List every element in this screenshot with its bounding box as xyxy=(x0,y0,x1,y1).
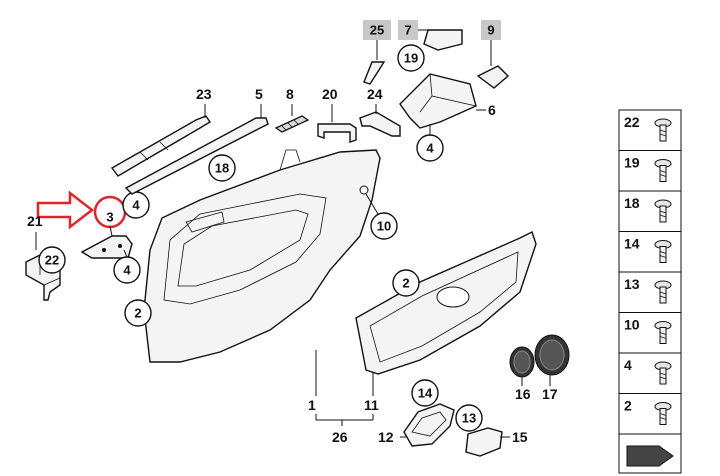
fastener-icon xyxy=(654,118,672,142)
label-13: 13 xyxy=(462,411,476,426)
label-2a: 2 xyxy=(134,306,141,321)
side-panel-label-22: 22 xyxy=(624,114,640,130)
side-panel-label-4: 4 xyxy=(624,357,632,373)
fastener-icon xyxy=(654,240,672,263)
shape-icon xyxy=(626,445,674,467)
label-7: 7 xyxy=(404,23,411,38)
label-4a: 4 xyxy=(132,198,140,213)
highlight-arrow xyxy=(36,190,95,230)
part-5-rail xyxy=(124,117,269,195)
label-8: 8 xyxy=(286,86,294,102)
part-11-door-panel xyxy=(355,231,537,375)
label-5: 5 xyxy=(255,86,263,102)
side-panel-label-14: 14 xyxy=(624,236,640,252)
label-2b: 2 xyxy=(402,276,409,291)
part-24-hinge xyxy=(359,111,401,137)
side-panel-label-18: 18 xyxy=(624,195,640,211)
label-9: 9 xyxy=(487,23,494,38)
fastener-icon xyxy=(654,321,672,344)
fastener-icon xyxy=(654,280,672,304)
part-17-grille xyxy=(534,334,570,376)
label-26: 26 xyxy=(332,429,348,445)
part-12-handle xyxy=(403,403,455,447)
part-23-rail xyxy=(110,115,211,177)
label-1: 1 xyxy=(308,397,316,413)
label-14: 14 xyxy=(418,386,433,401)
label-11: 11 xyxy=(364,397,379,413)
side-panel-cell xyxy=(618,231,682,273)
side-panel-label-19: 19 xyxy=(624,155,640,171)
label-24: 24 xyxy=(367,86,383,102)
label-25: 25 xyxy=(370,23,384,38)
side-panel-cell xyxy=(618,312,682,354)
side-panel-label-2: 2 xyxy=(624,398,632,414)
side-panel-label-13: 13 xyxy=(624,276,640,292)
label-10: 10 xyxy=(377,219,391,234)
label-22: 22 xyxy=(45,253,59,268)
label-21: 21 xyxy=(27,213,43,229)
part-25-rod xyxy=(363,61,386,85)
fastener-icon xyxy=(654,159,672,182)
label-4c: 4 xyxy=(426,141,434,156)
side-panel-cell xyxy=(618,271,682,313)
part-9-cap xyxy=(476,65,510,89)
part-7-cover xyxy=(423,29,463,51)
part-3-clip xyxy=(80,235,133,259)
part-1-side-panel xyxy=(143,149,381,363)
fastener-icon xyxy=(654,361,672,385)
part-6-shell xyxy=(399,73,477,129)
label-15: 15 xyxy=(512,429,528,445)
part-8-clip xyxy=(274,115,310,133)
label-19: 19 xyxy=(404,51,418,66)
fastener-icon xyxy=(654,199,672,223)
label-16: 16 xyxy=(515,386,531,402)
label-12: 12 xyxy=(378,429,394,445)
part-16-grille xyxy=(509,346,535,378)
label-4b: 4 xyxy=(123,263,131,278)
label-23: 23 xyxy=(196,86,212,102)
label-17: 17 xyxy=(542,386,558,402)
part-15-handle xyxy=(465,427,503,457)
label-6: 6 xyxy=(488,102,496,118)
label-20: 20 xyxy=(322,86,338,102)
fastener-side-panel: 22 19 18 14 13 10 4 2 xyxy=(618,109,682,474)
part-20-clip xyxy=(317,123,357,143)
fastener-icon xyxy=(654,402,672,425)
label-18: 18 xyxy=(215,161,229,176)
label-3: 3 xyxy=(106,210,113,225)
side-panel-cell xyxy=(618,109,682,151)
side-panel-label-10: 10 xyxy=(624,317,640,333)
side-panel-cell xyxy=(618,150,682,192)
